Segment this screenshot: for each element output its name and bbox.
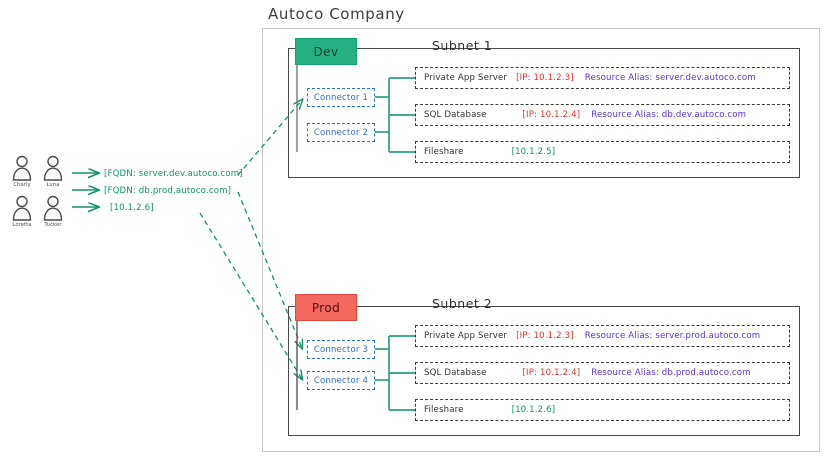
- access-label-fqdn-dev: [FQDN: server.dev.autoco.com]: [104, 169, 243, 179]
- resource-row: Fileshare [10.1.2.6]: [415, 399, 790, 421]
- person-icon: [43, 195, 63, 221]
- resource-name: Fileshare: [424, 405, 464, 415]
- resource-ip: [IP: 10.1.2.4]: [522, 110, 581, 120]
- env-badge-dev: Dev: [295, 38, 357, 65]
- resource-alias: Resource Alias: db.dev.autoco.com: [591, 110, 747, 120]
- person-icon: [43, 155, 63, 181]
- resource-row: SQL Database [IP: 10.1.2.4] Resource Ali…: [415, 104, 790, 126]
- subnet-1-title: Subnet 1: [432, 38, 493, 53]
- user-name: Tucker: [44, 222, 62, 228]
- person-icon: [12, 155, 32, 181]
- resource-ip: [IP: 10.1.2.3]: [516, 73, 574, 83]
- resource-name: SQL Database: [424, 368, 487, 378]
- resource-ip: [IP: 10.1.2.4]: [522, 368, 581, 378]
- user-avatar: Luna: [39, 155, 67, 188]
- resource-name: Fileshare: [424, 147, 464, 157]
- user-avatar: Tucker: [39, 195, 67, 228]
- resource-name: Private App Server: [424, 331, 508, 341]
- page-title: Autoco Company: [268, 5, 405, 23]
- access-label-ip: [10.1.2.6]: [110, 203, 154, 213]
- connector-3[interactable]: Connector 3: [307, 340, 375, 359]
- subnet-2-title: Subnet 2: [432, 296, 493, 311]
- user-name: Luna: [46, 182, 60, 188]
- access-label-fqdn-prod: [FQDN: db.prod.autoco.com]: [104, 186, 232, 196]
- resource-ip: [10.1.2.5]: [511, 147, 556, 157]
- resource-name: SQL Database: [424, 110, 487, 120]
- user-avatar: Loretta: [8, 195, 36, 228]
- user-avatar: Charly: [8, 155, 36, 188]
- resource-row: Private App Server [IP: 10.1.2.3] Resour…: [415, 325, 790, 347]
- resource-alias: Resource Alias: db.prod.autoco.com: [591, 368, 751, 378]
- users-group: Charly Luna Loretta Tucker: [8, 155, 70, 235]
- user-name: Charly: [13, 182, 31, 188]
- user-name: Loretta: [12, 222, 32, 228]
- resource-alias: Resource Alias: server.prod.autoco.com: [584, 331, 761, 341]
- resource-row: SQL Database [IP: 10.1.2.4] Resource Ali…: [415, 362, 790, 384]
- resource-name: Private App Server: [424, 73, 508, 83]
- person-icon: [12, 195, 32, 221]
- env-badge-prod: Prod: [295, 294, 357, 321]
- resource-row: Private App Server [IP: 10.1.2.3] Resour…: [415, 67, 790, 89]
- connector-1[interactable]: Connector 1: [307, 88, 375, 107]
- connector-4[interactable]: Connector 4: [307, 371, 375, 390]
- resource-ip: [10.1.2.6]: [511, 405, 556, 415]
- connector-2[interactable]: Connector 2: [307, 123, 375, 142]
- user-access-arrows: [72, 173, 98, 207]
- resource-row: Fileshare [10.1.2.5]: [415, 141, 790, 163]
- resource-alias: Resource Alias: server.dev.autoco.com: [584, 73, 756, 83]
- resource-ip: [IP: 10.1.2.3]: [516, 331, 574, 341]
